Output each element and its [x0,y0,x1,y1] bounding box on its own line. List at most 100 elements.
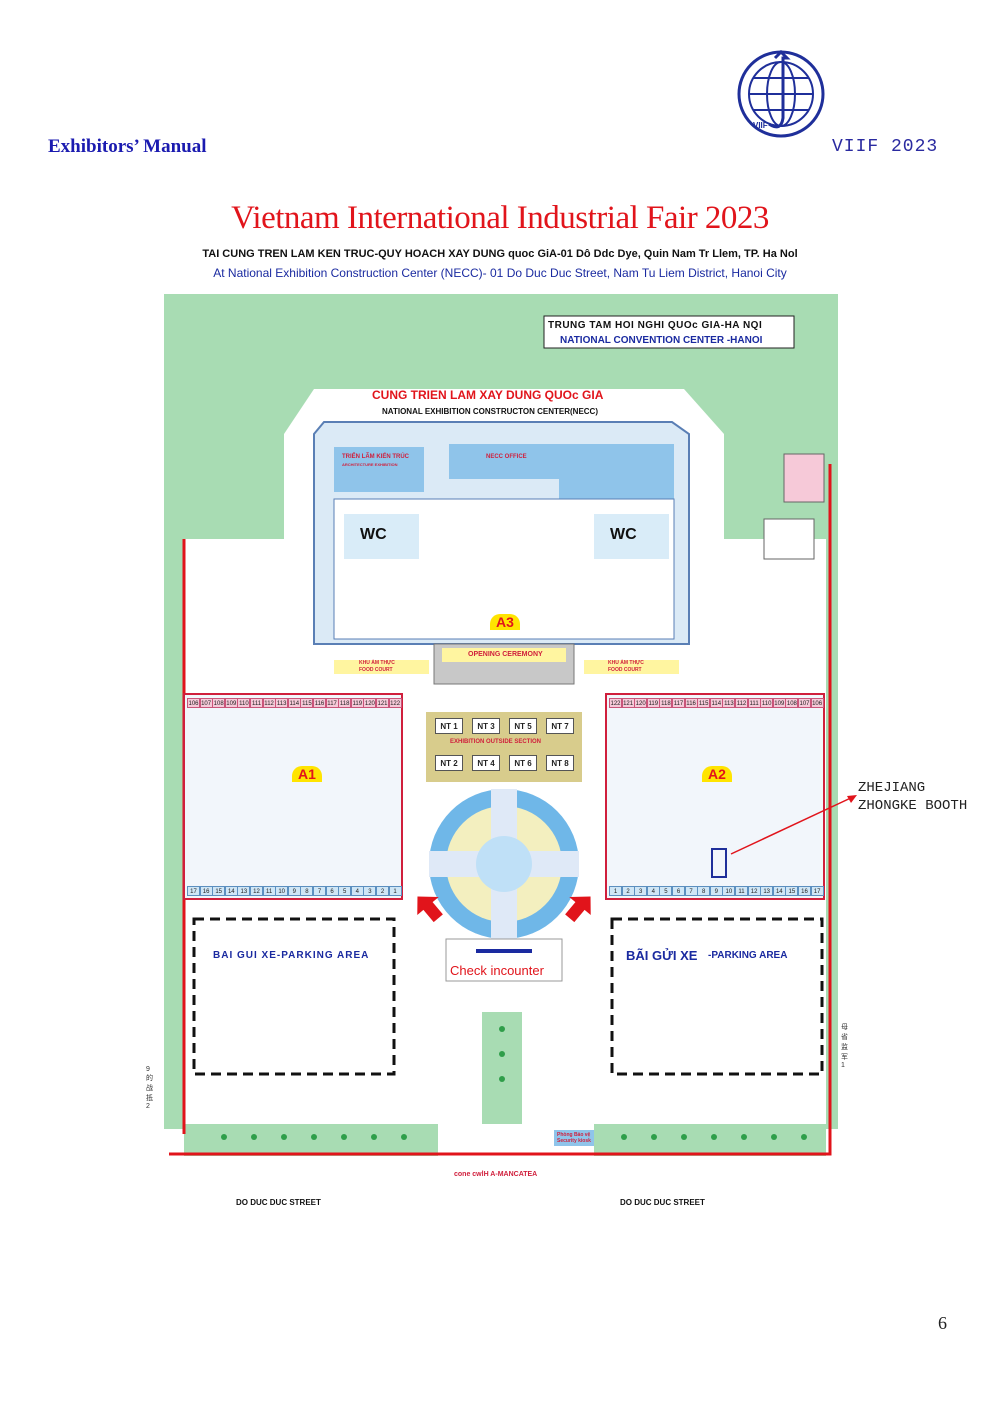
booth: 2 [621,886,635,896]
booth: 16 [798,886,811,896]
outside-booth: NT 3 [472,718,500,734]
booth: 10 [722,886,736,896]
booth: 3 [363,886,377,896]
necc-title-en: NATIONAL EXHIBITION CONSTRUCTON CENTER(N… [382,407,598,416]
outside-booth: NT 2 [435,755,463,771]
booth: 3 [634,886,648,896]
convention-center-en: NATIONAL CONVENTION CENTER -HANOI [560,335,763,346]
booth: 116 [684,698,698,708]
security-kiosk-en: Security kiosk [557,1138,591,1144]
venue-english-prefix: At [213,266,225,280]
booth: 119 [350,698,364,708]
booth: 113 [722,698,736,708]
booth: 2 [376,886,389,896]
food-court-left-en: FOOD COURT [359,667,393,673]
booth: 120 [634,698,648,708]
food-court-right-vn: KHU ẨM THỰC [608,660,644,666]
booth: 112 [262,698,276,708]
outside-booth: NT 5 [509,718,537,734]
booth: 110 [237,698,251,708]
security-kiosk-vn: Phòng Bảo vệ [557,1132,591,1138]
venue-english-text: National Exhibition Construction Center … [227,266,787,280]
checkin-counter-label: Check incounter [450,963,544,978]
booth: 115 [697,698,711,708]
site-map-drawing [164,294,838,1156]
booth: 107 [798,698,811,708]
venue-english: At National Exhibition Construction Cent… [0,266,1000,280]
booth: 115 [300,698,314,708]
food-court-right-en: FOOD COURT [608,667,642,673]
booth: 14 [772,886,786,896]
map-title: Vietnam International Industrial Fair 20… [231,200,769,236]
booth: 6 [672,886,685,896]
outside-booth: NT 4 [472,755,500,771]
booth: 110 [760,698,774,708]
booth: 7 [684,886,698,896]
booth: 111 [250,698,263,708]
booth: 122 [609,698,622,708]
booth: 119 [646,698,660,708]
booth: 117 [325,698,339,708]
booth: 9 [709,886,723,896]
food-court-left-vn: KHU ẨM THỰC [359,660,395,666]
architecture-exhibition-label: TRIỂN LÃM KIẾN TRÚC [342,454,409,460]
booth: 111 [747,698,761,708]
viif-logo: VIIF [737,49,825,138]
booth: 9 [287,886,301,896]
booth: 4 [646,886,660,896]
booth: 13 [760,886,774,896]
booth: 117 [672,698,685,708]
booth: 114 [709,698,723,708]
architecture-exhibition-en-label: ARCHITECTURE EXHIBITION [342,462,398,467]
booth: 1 [388,886,402,896]
booth: 4 [350,886,364,896]
booth: 107 [199,698,213,708]
outside-booth: NT 7 [546,718,574,734]
parking-left-label: BAI GUI XE-PARKING AREA [213,950,370,961]
callout-arrow [730,795,857,855]
street-left-label: DO DUC DUC STREET [236,1198,321,1207]
booth: 14 [224,886,238,896]
outside-section-label: EXHIBITION OUTSIDE SECTION [450,739,542,745]
outside-booth: NT 8 [546,755,574,771]
manual-title: Exhibitors’ Manual [48,136,207,157]
site-map: TRUNG TAM HOI NGHI QUOc GIA-HA NQI NATIO… [146,294,848,1207]
booth: 8 [300,886,314,896]
outside-booth: NT 6 [509,755,537,771]
opening-ceremony-label: OPENING CEREMONY [468,651,543,658]
venue-vietnamese: TAI CUNG TREN LAM KEN TRUC-QUY HOACH XAY… [202,248,798,260]
booth: 8 [697,886,711,896]
booth-callout: ZHEJIANG ZHONGKE BOOTH [858,779,967,815]
booth: 121 [621,698,635,708]
outside-booth: NT 1 [435,718,463,734]
booth: 122 [388,698,402,708]
booth: 106 [187,698,200,708]
booth: 114 [287,698,301,708]
booth: 6 [325,886,339,896]
convention-center-vn: TRUNG TAM HOI NGHI QUOc GIA-HA NQI [548,320,763,331]
booth: 15 [785,886,799,896]
booth: 16 [199,886,213,896]
logo-text: VIIF [753,121,768,130]
left-gate-label: 9 的 战 抵 2 [146,1066,153,1110]
hall-a1-marker: A1 [292,766,322,782]
booth: 5 [659,886,673,896]
wc-right: WC [610,526,637,543]
callout-line-2: ZHONGKE BOOTH [858,798,968,814]
booth: 108 [212,698,226,708]
booth: 120 [363,698,377,708]
necc-office-label: NECC OFFICE [486,454,527,460]
booth: 10 [275,886,289,896]
zhejiang-booth-highlight [711,848,727,878]
parking-right-en: -PARKING AREA [708,950,788,961]
booth: 7 [313,886,326,896]
booth: 118 [338,698,352,708]
booth: 12 [250,886,263,896]
wc-left: WC [360,526,387,543]
booth: 12 [747,886,761,896]
booth: 11 [262,886,276,896]
event-code: VIIF 2023 [832,137,939,157]
booth: 1 [609,886,622,896]
booth: 5 [338,886,352,896]
booth: 15 [212,886,226,896]
